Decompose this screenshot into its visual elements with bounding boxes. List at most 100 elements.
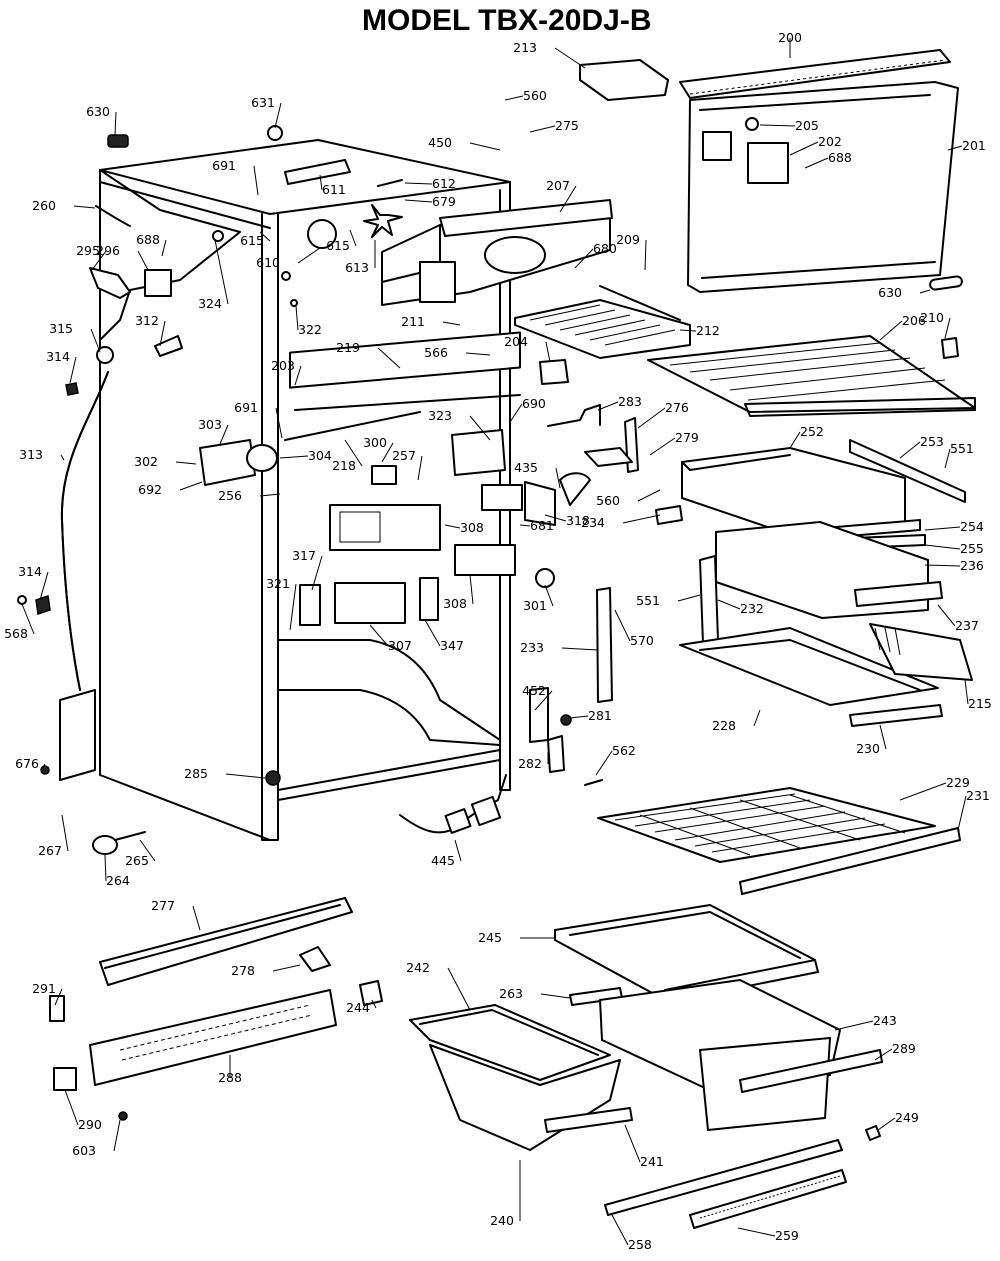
part-number-label: 313 <box>19 447 43 462</box>
part-number-label: 302 <box>134 454 158 469</box>
leader-line <box>137 250 149 271</box>
part-number-label: 256 <box>218 488 242 503</box>
leader-line <box>219 424 229 445</box>
part-number-label: 691 <box>212 158 236 173</box>
leader-line <box>957 795 967 831</box>
part-number-label: 202 <box>818 134 842 149</box>
leader-line <box>73 205 96 209</box>
leader-line <box>637 489 661 502</box>
part-number-label: 244 <box>346 1000 370 1015</box>
leader-line <box>677 594 701 602</box>
leader-line <box>519 524 531 527</box>
evaporator-fan-assembly <box>284 159 613 306</box>
leader-line <box>924 526 961 531</box>
part-number-label: 295 <box>76 243 100 258</box>
leader-line <box>424 619 441 647</box>
part-number-label: 688 <box>136 232 160 247</box>
leader-line <box>442 321 461 326</box>
part-number-label: 233 <box>520 640 544 655</box>
part-number-label: 692 <box>138 482 162 497</box>
part-number-label: 282 <box>518 756 542 771</box>
leader-line <box>465 352 491 356</box>
freezer-shelf-206 <box>647 335 976 417</box>
part-number-label: 445 <box>431 853 455 868</box>
part-number-label: 290 <box>78 1117 102 1132</box>
part-number-label: 210 <box>920 310 944 325</box>
leader-line <box>404 199 433 203</box>
part-number-label: 613 <box>345 260 369 275</box>
leader-line <box>469 142 501 151</box>
leader-line <box>139 839 156 862</box>
leader-line <box>64 1089 79 1126</box>
leader-line <box>504 95 524 101</box>
leader-line <box>555 467 561 489</box>
part-number-label: 209 <box>616 232 640 247</box>
leader-line <box>289 583 297 631</box>
part-number-label: 201 <box>962 138 986 153</box>
part-number-label: 278 <box>231 963 255 978</box>
leader-line <box>274 102 282 129</box>
leader-line <box>753 709 761 727</box>
part-number-label: 615 <box>326 238 350 253</box>
part-number-label: 681 <box>530 518 554 533</box>
part-number-label: 264 <box>106 873 130 888</box>
leader-line <box>21 603 35 635</box>
part-number-label: 203 <box>271 358 295 373</box>
part-number-label: 324 <box>198 296 222 311</box>
leader-line <box>371 999 377 1009</box>
part-number-label: 560 <box>523 88 547 103</box>
leader-line <box>937 604 956 627</box>
leader-line <box>272 964 301 972</box>
part-number-label: 630 <box>86 104 110 119</box>
part-number-label: 207 <box>546 178 570 193</box>
part-number-label: 259 <box>775 1228 799 1243</box>
leader-line <box>225 773 266 779</box>
leader-line <box>899 782 947 801</box>
part-number-label: 291 <box>32 981 56 996</box>
leader-line <box>404 182 433 185</box>
part-number-label: 322 <box>298 322 322 337</box>
part-number-label: 296 <box>96 243 120 258</box>
crisper-assembly <box>409 904 883 1229</box>
leader-line <box>879 320 903 341</box>
leader-line <box>544 514 567 522</box>
ice-shelf <box>514 285 691 359</box>
leader-line <box>60 454 65 461</box>
part-number-label: 676 <box>15 756 39 771</box>
part-number-label: 237 <box>955 618 979 633</box>
leader-line <box>879 724 887 750</box>
part-number-label: 257 <box>392 448 416 463</box>
leader-line <box>214 239 229 305</box>
leader-line <box>737 1227 776 1237</box>
part-number-label: 603 <box>72 1143 96 1158</box>
fresh-food-shelf <box>597 787 961 895</box>
lower-left-parts <box>49 897 383 1121</box>
part-number-label: 307 <box>388 638 412 653</box>
leader-line <box>91 250 107 271</box>
leader-line <box>447 967 471 1011</box>
part-number-label: 263 <box>499 986 523 1001</box>
part-number-label: 317 <box>292 548 316 563</box>
part-number-label: 314 <box>18 564 42 579</box>
part-number-label: 204 <box>504 334 528 349</box>
part-number-label: 252 <box>800 424 824 439</box>
part-number-label: 265 <box>125 853 149 868</box>
part-number-label: 308 <box>443 596 467 611</box>
leader-line <box>637 407 666 429</box>
part-number-label: 304 <box>308 448 332 463</box>
part-number-label: 242 <box>406 960 430 975</box>
leader-line <box>369 624 389 647</box>
freezer-door-liner <box>579 49 963 293</box>
part-number-label: 283 <box>618 394 642 409</box>
diagram-title: MODEL TBX-20DJ-B <box>362 4 651 37</box>
part-number-label: 568 <box>4 626 28 641</box>
leader-line <box>924 544 961 550</box>
part-number-label: 566 <box>424 345 448 360</box>
leader-line <box>319 174 323 191</box>
leader-line <box>295 305 299 331</box>
part-number-label: 212 <box>696 323 720 338</box>
part-number-label: 551 <box>636 593 660 608</box>
part-number-label: 275 <box>555 118 579 133</box>
